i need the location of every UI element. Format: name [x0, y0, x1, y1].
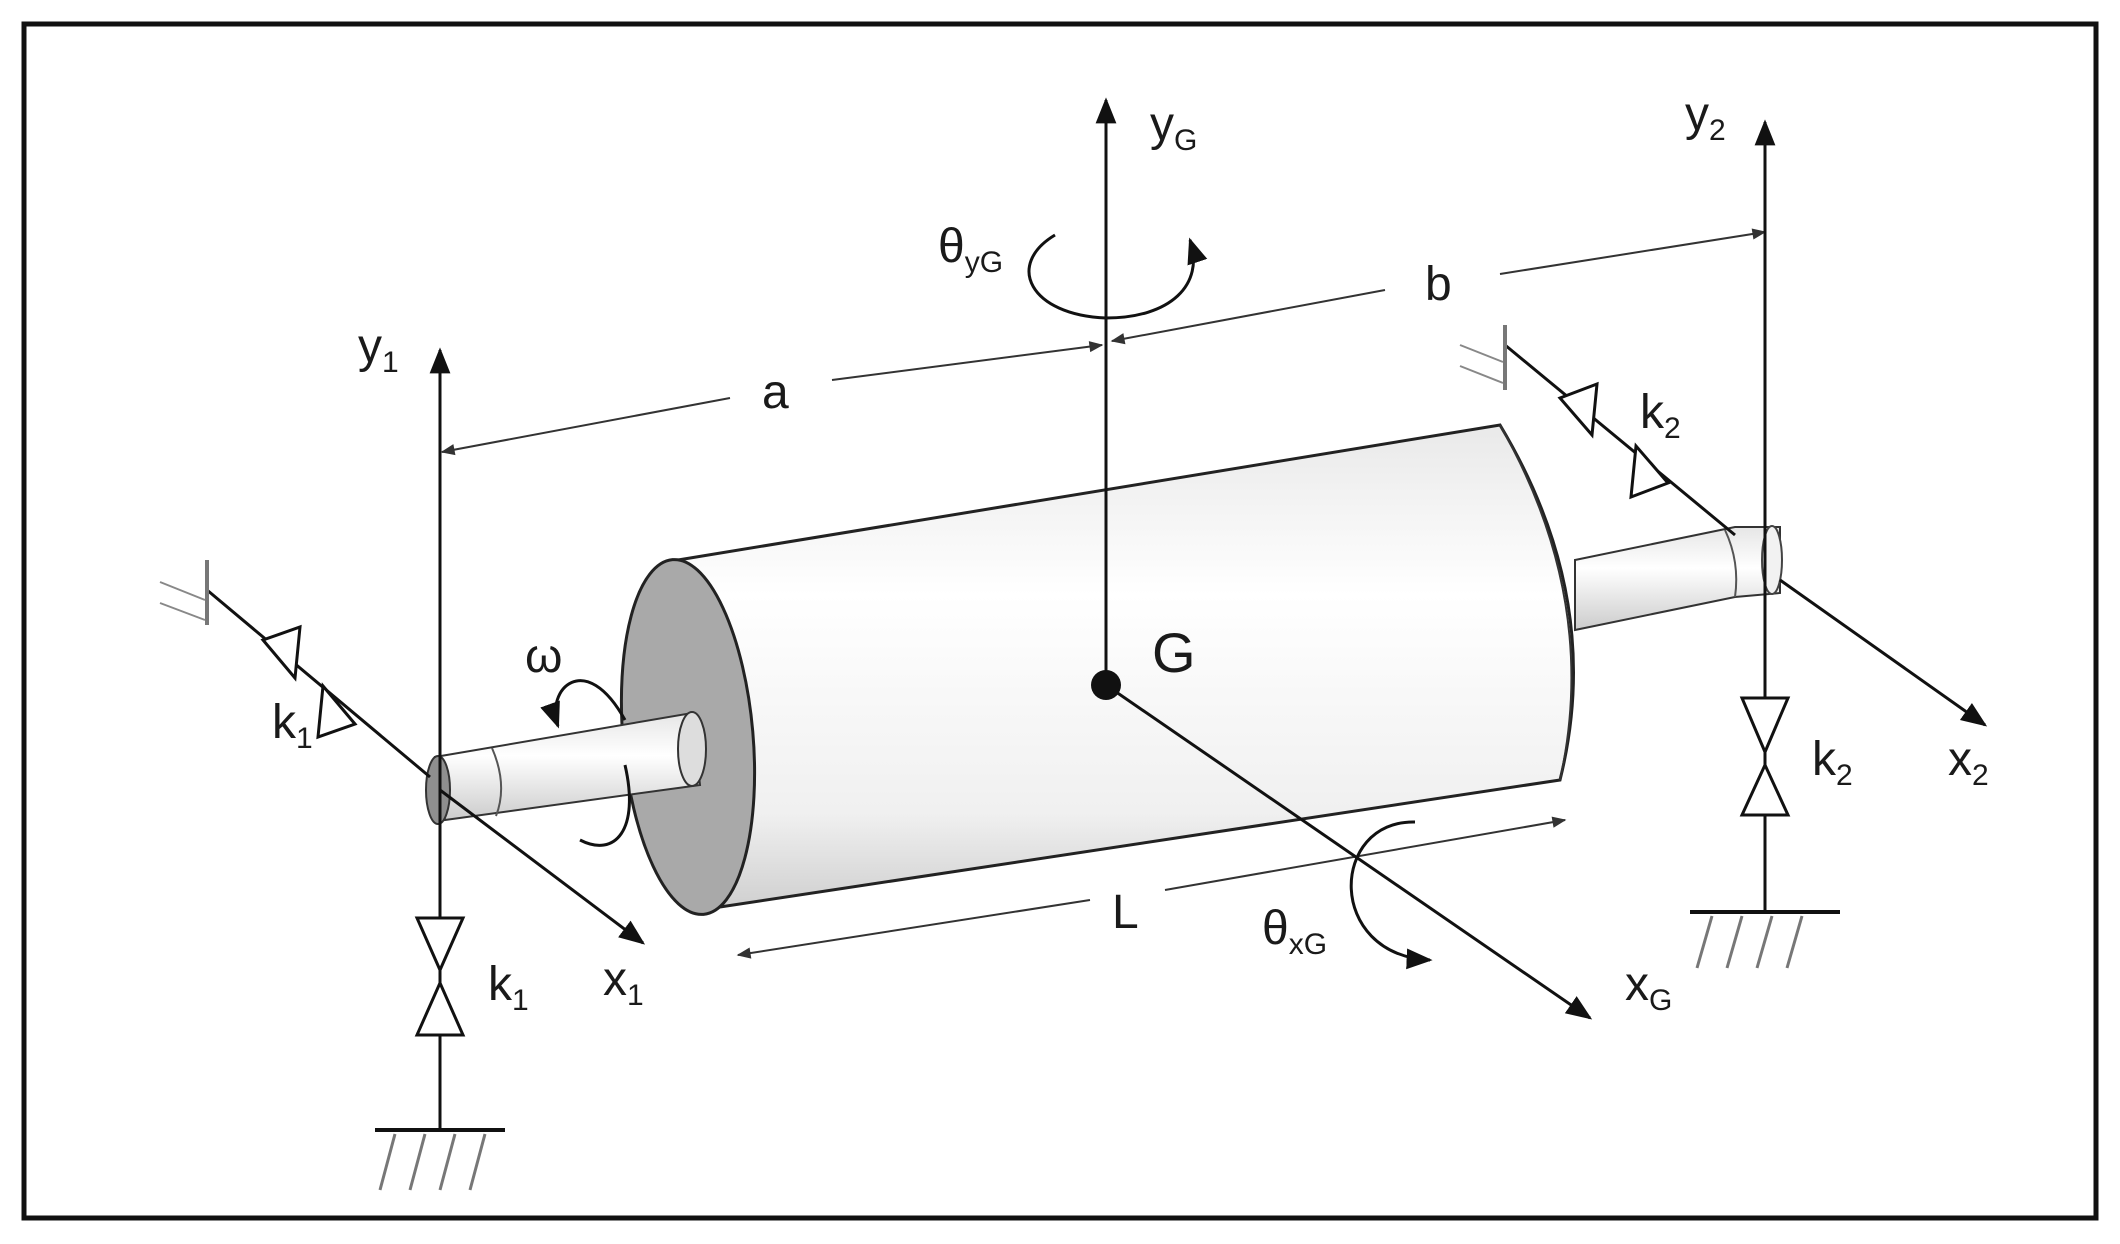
label-x2: x2: [1948, 733, 1989, 792]
theta-yG-rotation-arrow: [1027, 233, 1208, 320]
left-shaft: [425, 711, 707, 825]
label-y1: y1: [358, 320, 399, 379]
x2-axis: [1779, 578, 1988, 727]
dimension-L: [736, 816, 1567, 959]
x1-axis: [439, 788, 646, 945]
spring-k2-vertical: [1739, 696, 1791, 817]
label-k1-horizontal: k1: [272, 696, 313, 755]
spring-k1-horizontal: [260, 624, 358, 740]
frame-border: [21, 21, 2099, 1221]
label-y2: y2: [1685, 88, 1726, 147]
label-k1-vertical: k1: [488, 958, 529, 1017]
left-bearing: [425, 755, 451, 825]
theta-xG-rotation-arrow: [1349, 820, 1433, 970]
spring-k1-vertical: [414, 916, 466, 1037]
xG-axis: [1105, 683, 1593, 1020]
label-L: L: [1112, 886, 1139, 939]
left-support: [159, 347, 505, 1191]
omega-rotation-arrow: [540, 679, 627, 729]
label-a: a: [762, 366, 789, 419]
right-support: [1459, 119, 1840, 969]
label-yG: yG: [1150, 98, 1197, 157]
rotor-cylinder: [619, 423, 1575, 916]
label-b: b: [1425, 258, 1452, 311]
label-xG: xG: [1625, 958, 1672, 1017]
label-theta-xG: θxG: [1262, 902, 1327, 961]
label-theta-yG: θyG: [938, 220, 1003, 279]
spring-k2-horizontal: [1557, 381, 1671, 500]
label-omega: ω: [525, 630, 562, 683]
center-of-gravity-dot: [1091, 670, 1121, 700]
dimension-a: [440, 341, 1104, 456]
dimension-b: [1110, 228, 1767, 345]
label-k2-horizontal: k2: [1640, 386, 1681, 445]
label-k2-vertical: k2: [1812, 733, 1853, 792]
label-G: G: [1152, 621, 1196, 684]
label-x1: x1: [603, 953, 644, 1012]
right-shaft: [1574, 525, 1783, 632]
